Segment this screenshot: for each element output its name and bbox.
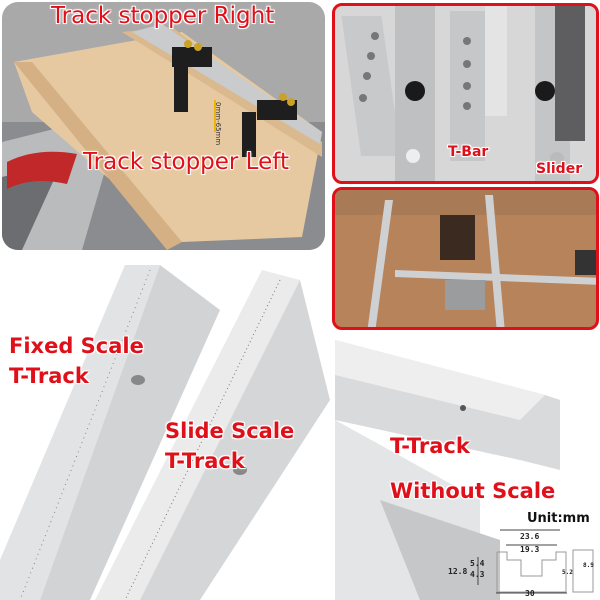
label-track-stopper-left: Track stopper Left bbox=[83, 149, 289, 175]
dim-upper-height: 5.4 bbox=[470, 559, 485, 568]
table-illustration bbox=[335, 190, 596, 327]
label-without-scale: Without Scale bbox=[390, 479, 556, 503]
label-t-bar: T-Bar bbox=[448, 144, 489, 160]
table-photo-panel bbox=[332, 187, 599, 330]
dim-inner-top-width: 19.3 bbox=[520, 545, 540, 554]
label-slider: Slider bbox=[536, 161, 583, 177]
label-fixed-scale: Fixed Scale bbox=[9, 334, 144, 358]
label-slide-scale: Slide Scale bbox=[165, 419, 295, 443]
label-fixed-scale-ttrack: T-Track bbox=[9, 364, 89, 388]
sled-illustration bbox=[2, 24, 325, 250]
tbar-illustration bbox=[341, 6, 585, 181]
sled-photo-panel: 0mm-65mm bbox=[2, 2, 325, 250]
label-slide-scale-ttrack: T-Track bbox=[165, 449, 245, 473]
dim-total-height: 12.8 bbox=[448, 567, 468, 576]
dim-bottom-width: 30 bbox=[525, 589, 535, 598]
scale-tracks-illustration bbox=[0, 265, 330, 600]
unit-label: Unit:mm bbox=[527, 511, 590, 526]
dim-outer-top-width: 23.6 bbox=[520, 532, 540, 541]
dim-countersink: 5.2 bbox=[562, 569, 573, 576]
tbar-photo-panel bbox=[332, 3, 599, 184]
label-without-scale-ttrack: T-Track bbox=[390, 434, 470, 458]
dim-hole-diameter: 8.9 bbox=[583, 562, 594, 569]
dim-lower-height: 4.3 bbox=[470, 570, 485, 579]
label-track-stopper-right: Track stopper Right bbox=[51, 3, 275, 29]
range-note: 0mm-65mm bbox=[214, 102, 222, 146]
